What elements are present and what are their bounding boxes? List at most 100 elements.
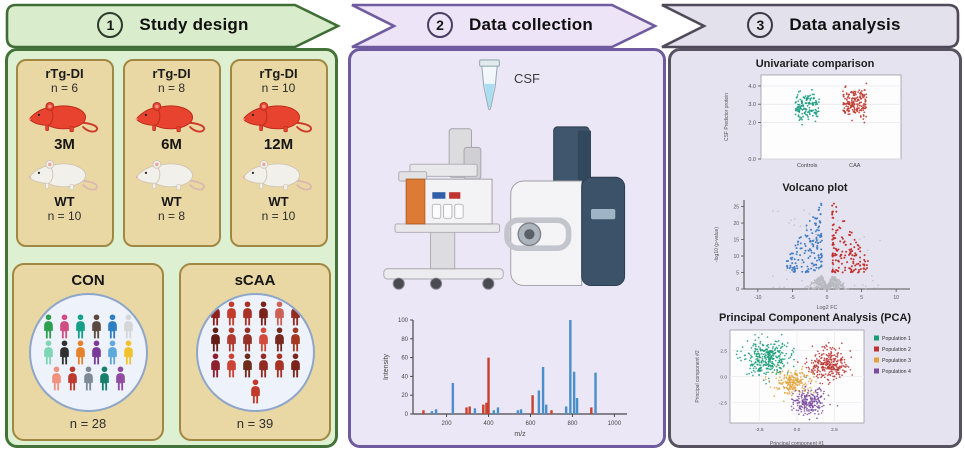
- svg-text:-log10 (p-value): -log10 (p-value): [714, 227, 720, 262]
- cohort-title: CON: [71, 272, 105, 289]
- cohort-n-label: n = 39: [236, 416, 274, 431]
- svg-text:Population 2: Population 2: [882, 347, 911, 353]
- mass-spectrum-chart: 0 20 40 60 80 100 200 400 600 800 1000 m/z Intensity: [377, 312, 637, 440]
- group-card-12m: rTg-DI n = 10 12M WT n = 10: [229, 59, 328, 247]
- volcano-title: Volcano plot: [782, 182, 848, 194]
- svg-text:Population 3: Population 3: [882, 358, 911, 364]
- pca-title: Principal Component Analysis (PCA): [718, 312, 912, 324]
- svg-text:0: 0: [736, 287, 739, 293]
- cohort-card-scaa: sCAA n = 39: [179, 263, 331, 441]
- svg-text:0.0: 0.0: [748, 157, 756, 163]
- svg-text:40: 40: [401, 374, 408, 380]
- banner-arrow-1: [5, 3, 341, 49]
- banner-data-collection: 2 Data collection: [382, 4, 638, 46]
- svg-text:5: 5: [736, 271, 739, 277]
- csf-tube-icon: [474, 58, 505, 119]
- svg-text:400: 400: [484, 421, 495, 427]
- white-rat-icon: [125, 153, 219, 194]
- svg-text:Population 1: Population 1: [882, 336, 911, 342]
- svg-text:Population 4: Population 4: [882, 369, 911, 375]
- svg-text:600: 600: [525, 421, 536, 427]
- mass-spectrometer-illustration: [367, 123, 647, 295]
- n-label: n = 8: [157, 81, 186, 95]
- svg-text:10: 10: [893, 295, 899, 301]
- svg-text:200: 200: [442, 421, 453, 427]
- pca-chart: -2.5 -2.5 0.0 0.0 2.5 2.5 Population 1 Populati…: [690, 325, 940, 447]
- svg-text:0.0: 0.0: [794, 427, 801, 433]
- panel-study-design: rTg-DI n = 6 3M WT n = 10 rTg-DI n = 8 6…: [5, 48, 338, 448]
- age-label: 3M: [54, 136, 75, 153]
- svg-text:-2.5: -2.5: [719, 401, 728, 407]
- age-label: 12M: [263, 136, 294, 153]
- svg-text:2.5: 2.5: [720, 348, 727, 354]
- step-title-data-analysis: Data analysis: [789, 15, 901, 34]
- svg-text:0.0: 0.0: [720, 375, 727, 381]
- svg-text:0: 0: [826, 295, 829, 301]
- wt-label: WT: [54, 194, 75, 209]
- svg-text:CAA: CAA: [849, 163, 861, 169]
- svg-text:m/z: m/z: [514, 431, 526, 438]
- svg-text:-2.5: -2.5: [755, 427, 764, 433]
- cohort-n-label: n = 28: [69, 416, 107, 431]
- svg-text:Principal component #1: Principal component #1: [770, 441, 824, 447]
- n-label: n = 6: [50, 81, 79, 95]
- svg-text:4.0: 4.0: [748, 84, 756, 90]
- wt-label: WT: [268, 194, 289, 209]
- svg-text:80: 80: [401, 337, 408, 343]
- step-number-1: 1: [97, 12, 124, 38]
- genotype-label: rTg-DI: [152, 66, 191, 81]
- group-card-3m: rTg-DI n = 6 3M WT n = 10: [15, 59, 114, 247]
- red-rat-icon: [232, 95, 326, 136]
- red-rat-icon: [18, 95, 112, 136]
- svg-text:0: 0: [405, 412, 409, 418]
- step-title-data-collection: Data collection: [469, 15, 593, 34]
- svg-text:25: 25: [733, 205, 739, 211]
- cohort-card-con: CON n = 28: [12, 263, 164, 441]
- red-rat-icon: [125, 95, 219, 136]
- n-label: n = 10: [47, 209, 82, 223]
- banner-arrow-3: [661, 3, 960, 49]
- svg-text:15: 15: [733, 238, 739, 244]
- svg-text:Log2 FC: Log2 FC: [816, 305, 837, 311]
- step-number-3: 3: [747, 12, 774, 38]
- csf-label: CSF: [514, 71, 540, 86]
- white-rat-icon: [18, 153, 112, 194]
- n-label: n = 10: [261, 209, 296, 223]
- svg-text:1000: 1000: [608, 421, 622, 427]
- svg-text:2.5: 2.5: [831, 427, 838, 433]
- genotype-label: rTg-DI: [259, 66, 298, 81]
- genotype-label: rTg-DI: [45, 66, 84, 81]
- svg-text:-10: -10: [754, 295, 761, 301]
- svg-text:Principal component #2: Principal component #2: [695, 350, 701, 402]
- n-label: n = 8: [157, 209, 186, 223]
- banner-arrow-2: [351, 3, 658, 49]
- step-number-2: 2: [427, 12, 454, 38]
- cohort-title: sCAA: [234, 272, 276, 289]
- people-cluster-con: [28, 293, 148, 412]
- csf-sample: CSF: [351, 58, 663, 119]
- svg-text:800: 800: [567, 421, 578, 427]
- svg-text:5: 5: [860, 295, 863, 301]
- svg-text:20: 20: [401, 393, 408, 399]
- svg-text:10: 10: [733, 254, 739, 260]
- svg-text:CSF Predictor protein: CSF Predictor protein: [724, 93, 730, 141]
- svg-text:3.0: 3.0: [748, 102, 756, 108]
- rat-group-cards: rTg-DI n = 6 3M WT n = 10 rTg-DI n = 8 6…: [8, 59, 335, 247]
- banner-arrows: [5, 3, 960, 49]
- panel-data-collection: CSF: [348, 48, 666, 448]
- people-cluster-scaa: [195, 293, 315, 412]
- banner-study-design: 1 Study design: [28, 4, 318, 46]
- step-title-study-design: Study design: [139, 15, 249, 34]
- n-label: n = 10: [261, 81, 296, 95]
- svg-text:100: 100: [398, 318, 409, 324]
- svg-text:2.0: 2.0: [748, 120, 756, 126]
- svg-text:60: 60: [401, 356, 408, 362]
- univariate-title: Univariate comparison: [755, 58, 875, 70]
- svg-text:Intensity: Intensity: [383, 353, 390, 380]
- svg-text:Controls: Controls: [797, 163, 818, 169]
